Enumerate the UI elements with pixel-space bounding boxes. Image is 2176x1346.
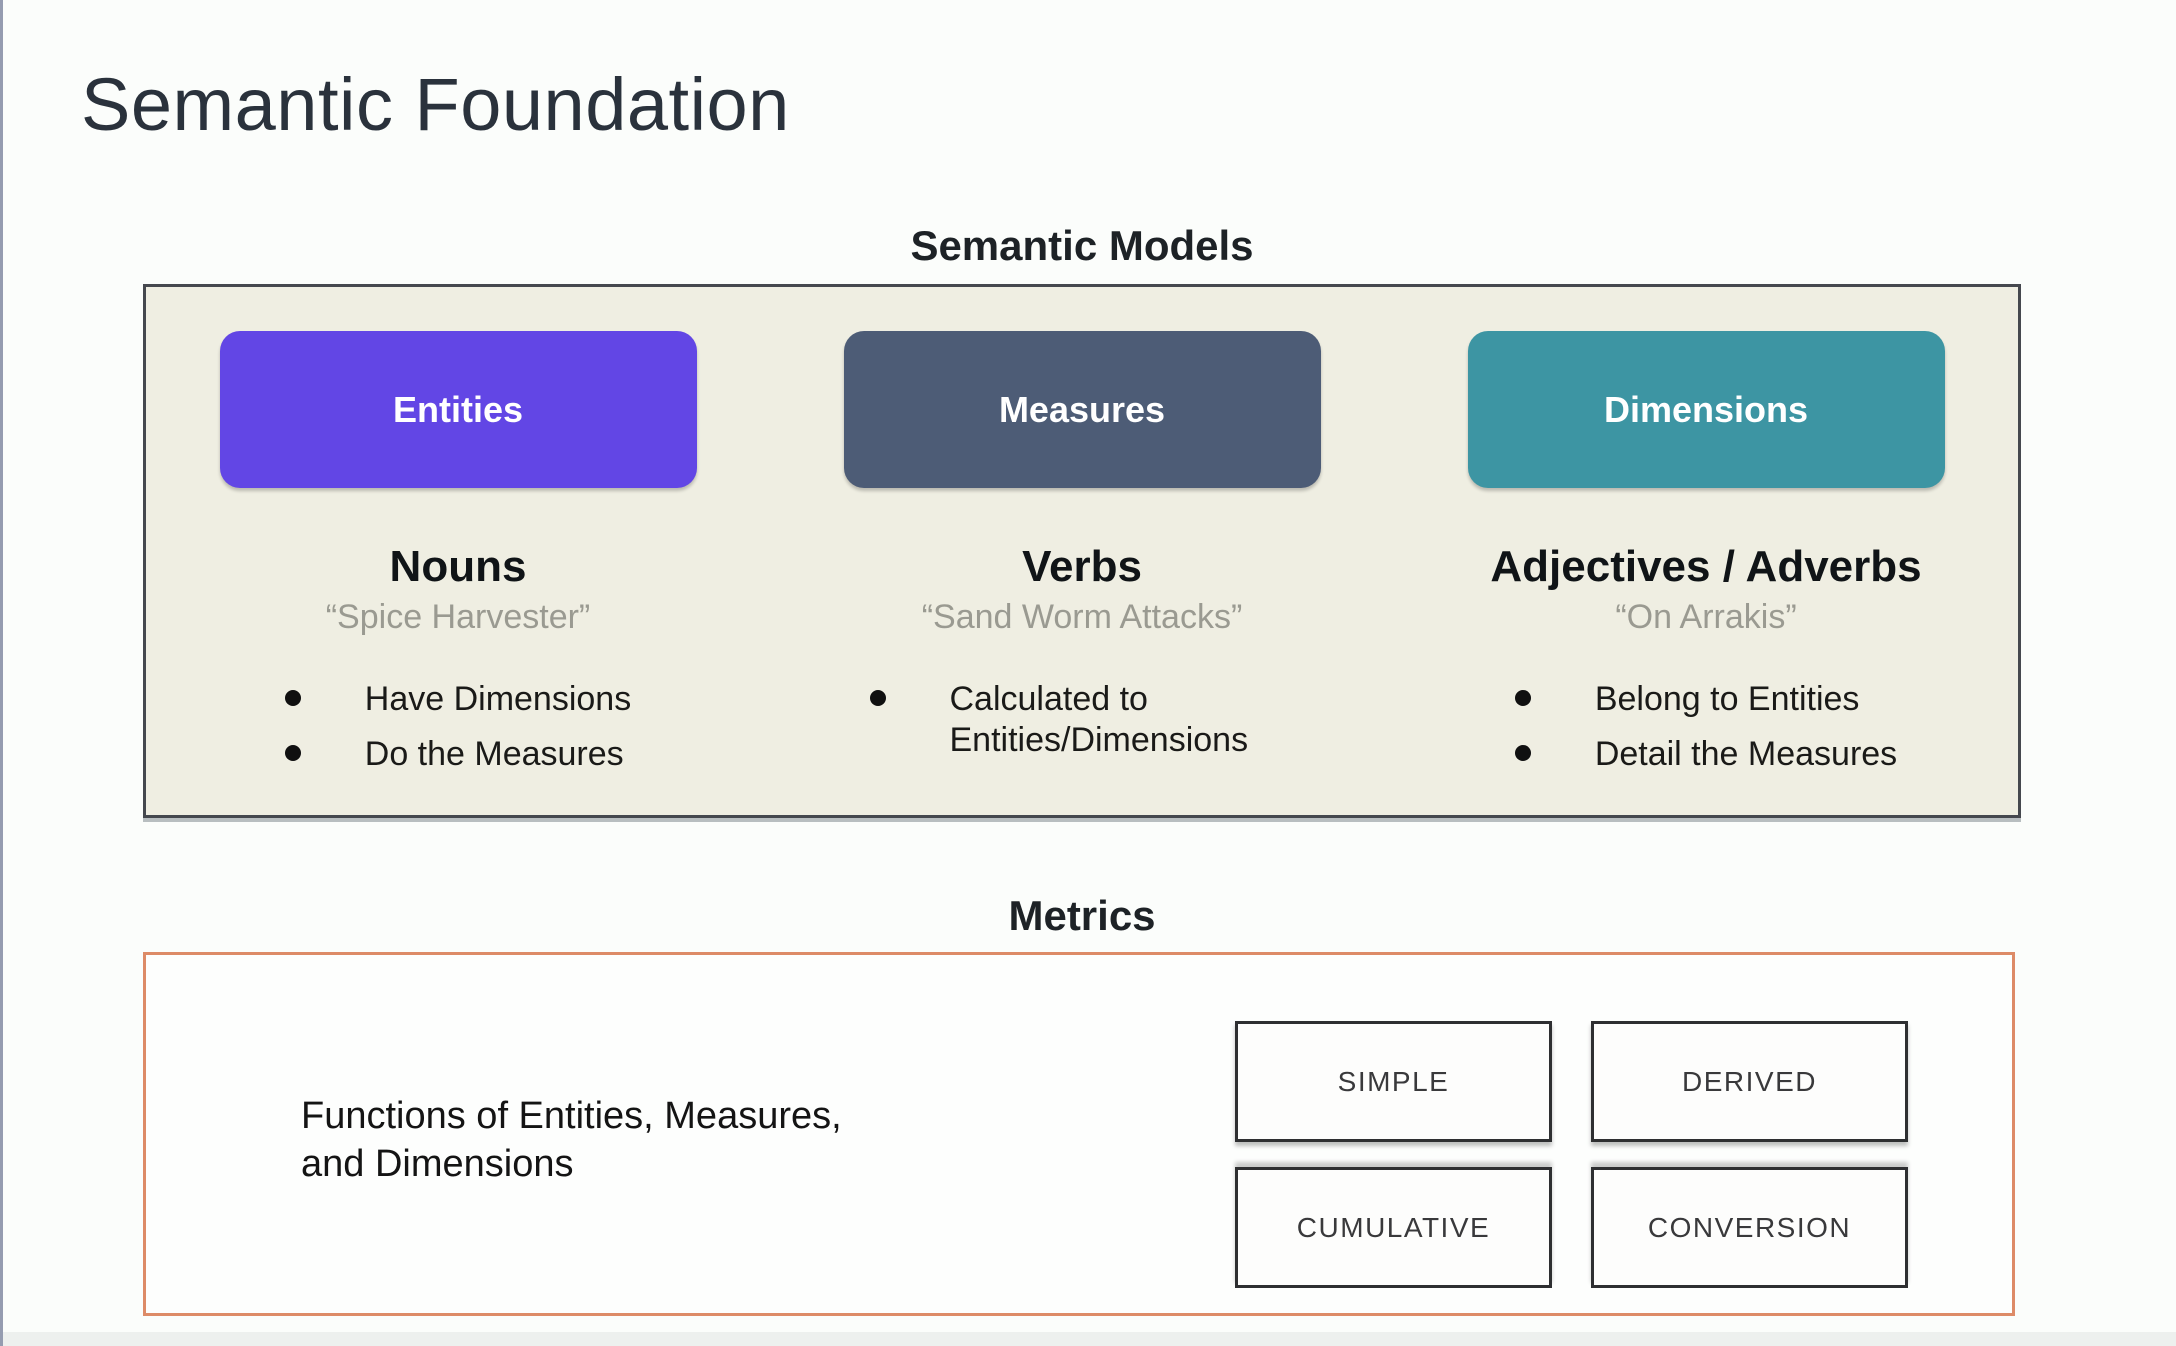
page-title: Semantic Foundation [81,63,790,146]
bullet-text: Calculated to Entities/Dimensions [949,680,1249,760]
measures-button[interactable]: Measures [843,331,1321,488]
metric-type-conversion: CONVERSION [1591,1167,1908,1288]
bullet-dot [284,745,301,762]
metric-type-simple: SIMPLE [1235,1021,1552,1142]
dimensions-example-label: “On Arrakis” [1615,598,1797,636]
entities-bullet-list: Have Dimensions Do the Measures [284,679,632,776]
bullet-dot [1514,745,1531,762]
bottom-edge [3,1332,2176,1346]
bullet-item: Have Dimensions [284,679,632,720]
measures-example-label: “Sand Worm Attacks” [921,598,1243,636]
measures-role-label: Verbs [1022,542,1142,591]
bullet-dot [1514,690,1531,706]
dimensions-bullet-list: Belong to Entities Detail the Measures [1514,679,1898,776]
bullet-item: Calculated to Entities/Dimensions [869,679,1295,762]
bullet-item: Belong to Entities [1514,679,1897,720]
metric-type-cumulative: CUMULATIVE [1235,1167,1552,1288]
metrics-panel: Functions of Entities, Measures, and Dim… [143,952,2015,1316]
entities-button[interactable]: Entities [219,331,697,488]
metrics-heading: Metrics [1008,892,1156,939]
dimensions-button[interactable]: Dimensions [1467,331,1945,488]
measures-bullet-list: Calculated to Entities/Dimensions [869,679,1295,762]
model-column-dimensions: Dimensions Adjectives / Adverbs “On Arra… [1394,287,2018,815]
bullet-text: Have Dimensions [364,680,632,718]
metrics-description: Functions of Entities, Measures, and Dim… [301,1095,842,1185]
entities-example-label: “Spice Harvester” [325,598,591,636]
metric-grid: SIMPLE DERIVED CUMULATIVE CONVERSION [1235,1021,1908,1288]
model-column-measures: Measures Verbs “Sand Worm Attacks” Calcu… [770,287,1394,815]
bullet-item: Do the Measures [284,734,631,775]
semantic-models-heading: Semantic Models [910,222,1254,269]
model-column-entities: Entities Nouns “Spice Harvester” Have Di… [146,287,770,815]
semantic-models-panel: Entities Nouns “Spice Harvester” Have Di… [143,284,2021,818]
dimensions-role-label: Adjectives / Adverbs [1490,542,1922,591]
entities-role-label: Nouns [389,542,527,591]
bullet-text: Belong to Entities [1594,680,1860,718]
bullet-dot [284,690,301,706]
bullet-dot [869,690,886,706]
metric-type-derived: DERIVED [1591,1021,1908,1142]
bullet-item: Detail the Measures [1514,734,1898,775]
bullet-text: Detail the Measures [1594,735,1898,774]
bullet-text: Do the Measures [364,735,624,774]
